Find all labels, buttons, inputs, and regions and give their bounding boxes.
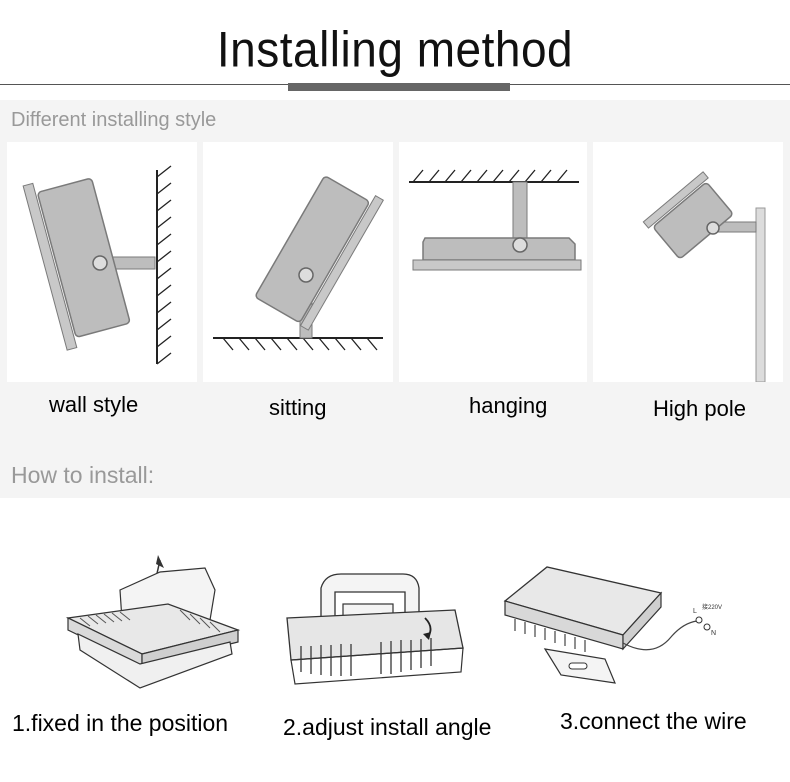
wire-label-l: L bbox=[693, 608, 697, 615]
style-panel-wall bbox=[7, 142, 197, 382]
style-label-pole: High pole bbox=[653, 396, 746, 421]
title-divider-accent bbox=[288, 83, 510, 91]
style-panel-hanging bbox=[399, 142, 587, 382]
wire-connect-icon: L N 接220V bbox=[503, 566, 722, 684]
ceiling-hanging-icon bbox=[409, 169, 582, 271]
floor-mount-icon bbox=[213, 176, 384, 351]
style-panel-pole bbox=[593, 142, 783, 382]
pole-mount-icon bbox=[642, 171, 766, 382]
style-panel-sitting bbox=[203, 142, 393, 382]
step-3-illustration: L N 接220V bbox=[485, 563, 725, 693]
wire-label-voltage: 接220V bbox=[702, 603, 722, 611]
style-label-wall: wall style bbox=[49, 392, 139, 417]
step-2-illustration bbox=[285, 568, 465, 698]
install-steps-area: 1.fixed in the position 2.adjust install… bbox=[0, 498, 790, 782]
wall-mount-icon bbox=[22, 165, 172, 365]
step-3-label: 3.connect the wire bbox=[560, 708, 747, 734]
angle-adjust-icon bbox=[286, 573, 464, 685]
style-label-sitting: sitting bbox=[269, 395, 327, 420]
header: Installing method bbox=[0, 0, 790, 100]
wire-label-n: N bbox=[711, 630, 716, 637]
installing-style-heading: Different installing style bbox=[11, 109, 217, 131]
step-1-label: 1.fixed in the position bbox=[12, 710, 229, 736]
step-1-illustration bbox=[60, 550, 245, 700]
how-to-install-heading: How to install: bbox=[11, 462, 155, 488]
step-2-label: 2.adjust install angle bbox=[283, 714, 492, 740]
style-label-hanging: hanging bbox=[469, 393, 548, 418]
fixing-floodlight-icon bbox=[65, 555, 241, 689]
page-title: Installing method bbox=[216, 20, 574, 78]
